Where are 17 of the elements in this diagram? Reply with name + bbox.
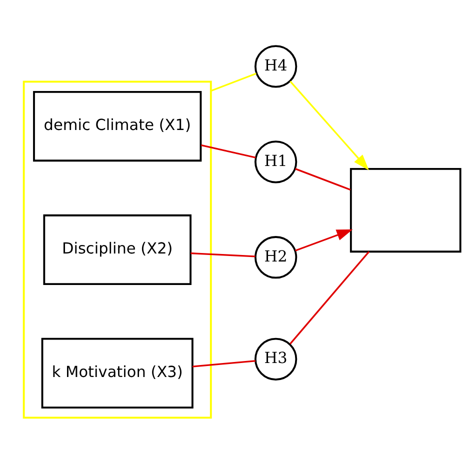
connector [200, 144, 256, 158]
node-box [350, 168, 462, 253]
node-circle: H4 [254, 45, 298, 88]
connector [290, 251, 370, 344]
arrow [290, 80, 370, 170]
node-box: demic Climate (X1) [33, 90, 202, 162]
connector [210, 72, 256, 92]
arrow [295, 229, 353, 252]
connector [295, 168, 351, 191]
node-circle: H2 [254, 236, 298, 279]
node-box: k Motivation (X3) [41, 338, 194, 408]
node-box: Discipline (X2) [43, 214, 192, 286]
node-circle: H3 [254, 338, 298, 380]
node-circle: H1 [254, 140, 298, 184]
cluster [22, 80, 212, 419]
connector [190, 252, 256, 258]
connector [192, 360, 256, 368]
